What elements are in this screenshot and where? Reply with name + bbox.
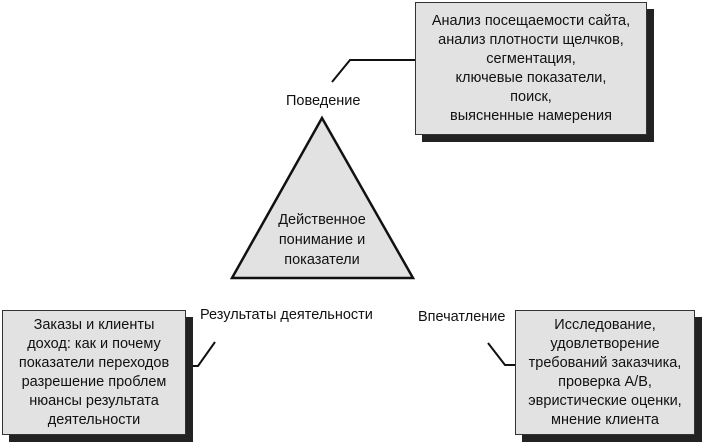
box-line: ключевые показатели, bbox=[455, 69, 607, 86]
box-line: анализ плотности щелчков, bbox=[438, 31, 624, 48]
experience-connector bbox=[487, 342, 515, 366]
box-line: Заказы и клиенты bbox=[33, 316, 155, 333]
box-line: удовлетворение bbox=[550, 335, 660, 352]
box-line: проверка A/B, bbox=[558, 373, 652, 390]
box-line: доход: как и почему bbox=[27, 335, 161, 352]
behavior-label: Поведение bbox=[286, 93, 361, 109]
center-line: показатели bbox=[284, 252, 360, 268]
outcomes-box: Заказы и клиенты доход: как и почему пок… bbox=[2, 310, 186, 435]
box-line: мнение клиента bbox=[551, 411, 659, 428]
experience-box: Исследование, удовлетворение требований … bbox=[515, 310, 695, 435]
experience-label: Впечатление bbox=[418, 309, 506, 325]
box-line: нюансы результата bbox=[29, 392, 159, 409]
box-line: разрешение проблем bbox=[21, 373, 167, 390]
box-line: выясненные намерения bbox=[449, 107, 613, 124]
box-line: сегментация, bbox=[486, 50, 576, 67]
box-line: поиск, bbox=[510, 88, 552, 105]
center-line: Действенное bbox=[278, 212, 366, 228]
box-line: показатели переходов bbox=[18, 354, 170, 371]
center-triangle bbox=[229, 115, 416, 280]
box-line: эвристические оценки, bbox=[528, 392, 682, 409]
box-line: Исследование, bbox=[554, 316, 656, 333]
outcomes-connector bbox=[186, 341, 216, 367]
center-text: Действенное понимание и показатели bbox=[262, 210, 382, 270]
behavior-connector bbox=[331, 59, 415, 83]
box-line: деятельности bbox=[47, 411, 141, 428]
behavior-box: Анализ посещаемости сайта, анализ плотно… bbox=[415, 2, 647, 135]
outcomes-label: Результаты деятельности bbox=[200, 307, 373, 323]
box-line: требований заказчика, bbox=[528, 354, 682, 371]
center-line: понимание и bbox=[278, 232, 366, 248]
box-line: Анализ посещаемости сайта, bbox=[431, 12, 631, 29]
